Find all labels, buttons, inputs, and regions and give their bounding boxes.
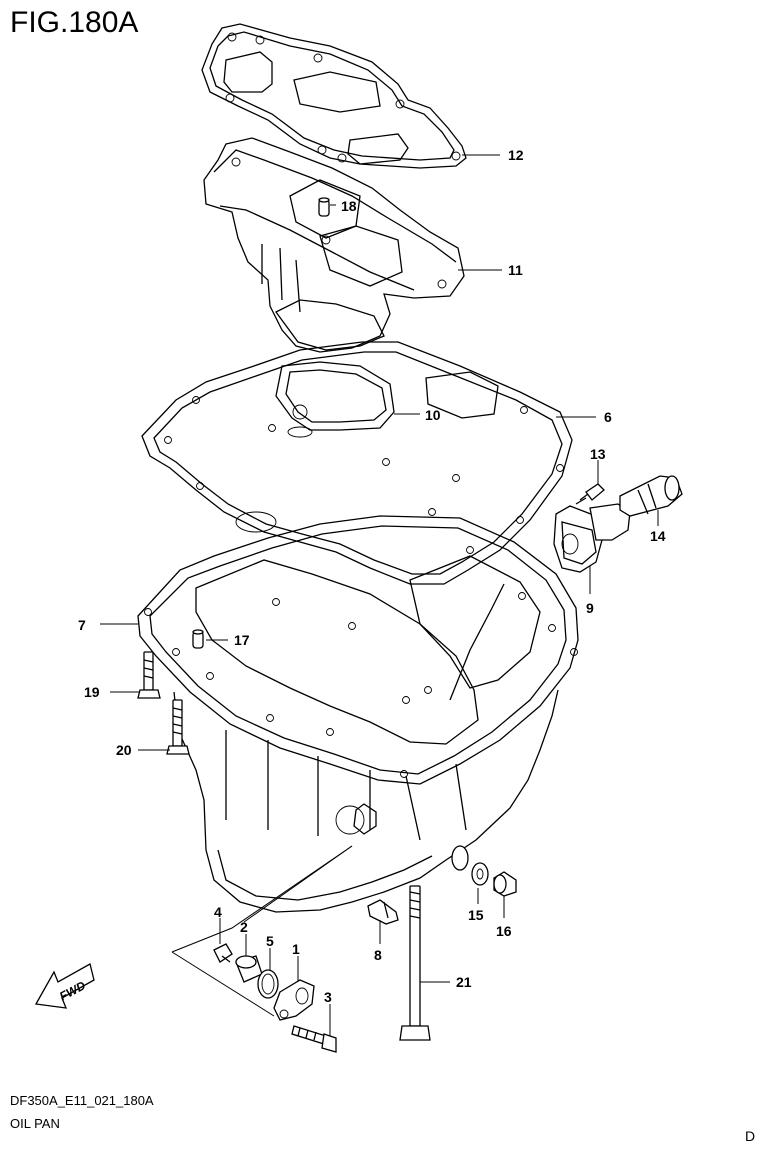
callout-2: 2 [240,919,248,935]
callout-8: 8 [374,947,382,963]
part-16-drain-plug [493,871,517,897]
callout-20: 20 [116,742,132,758]
callout-7: 7 [78,617,86,633]
callout-16: 16 [496,923,512,939]
callout-labels: 12 18 11 10 6 13 14 9 7 17 19 20 4 2 5 1… [78,147,666,1005]
callout-18: 18 [341,198,357,214]
fwd-arrow-icon [34,963,95,1009]
part-20-bolt [166,699,190,755]
callout-6: 6 [604,409,612,425]
part-1-sensor [273,979,315,1021]
part-14-fitting [619,475,683,517]
part-10-gasket [275,361,395,438]
callout-3: 3 [324,989,332,1005]
part-5-o-ring [257,969,279,999]
part-7-oil-pan [137,515,579,913]
callout-19: 19 [84,684,100,700]
leader-lines [100,154,659,1036]
part-3-bolt [291,1025,337,1053]
part-15-washer [471,862,489,886]
callout-9: 9 [586,600,594,616]
page-letter: D [745,1128,756,1144]
part-8-fitting [367,899,399,925]
figure-title: FIG.180A [10,6,139,39]
part-21-long-bolt [399,885,431,1041]
part-19-bolt [137,651,161,699]
part-17-dowel-pin [192,629,204,649]
part-9-housing [553,503,631,573]
callout-4: 4 [214,904,222,920]
callout-1: 1 [292,941,300,957]
part-13-screw [575,483,605,505]
part-6-gasket [141,341,573,585]
part-11-adapter-housing [203,137,465,353]
diagram-code: DF350A_E11_021_180A [10,1093,154,1108]
part-4-bolt [213,943,233,963]
callout-5: 5 [266,933,274,949]
callout-11: 11 [508,262,523,278]
callout-13: 13 [590,446,606,462]
diagram-caption: OIL PAN [10,1116,60,1131]
callout-10: 10 [425,407,441,423]
callout-21: 21 [456,974,472,990]
part-2-spacer [235,955,263,983]
callout-12: 12 [508,147,524,163]
callout-15: 15 [468,907,484,923]
callout-17: 17 [234,632,250,648]
callout-14: 14 [650,528,666,544]
part-12-gasket [201,23,467,169]
